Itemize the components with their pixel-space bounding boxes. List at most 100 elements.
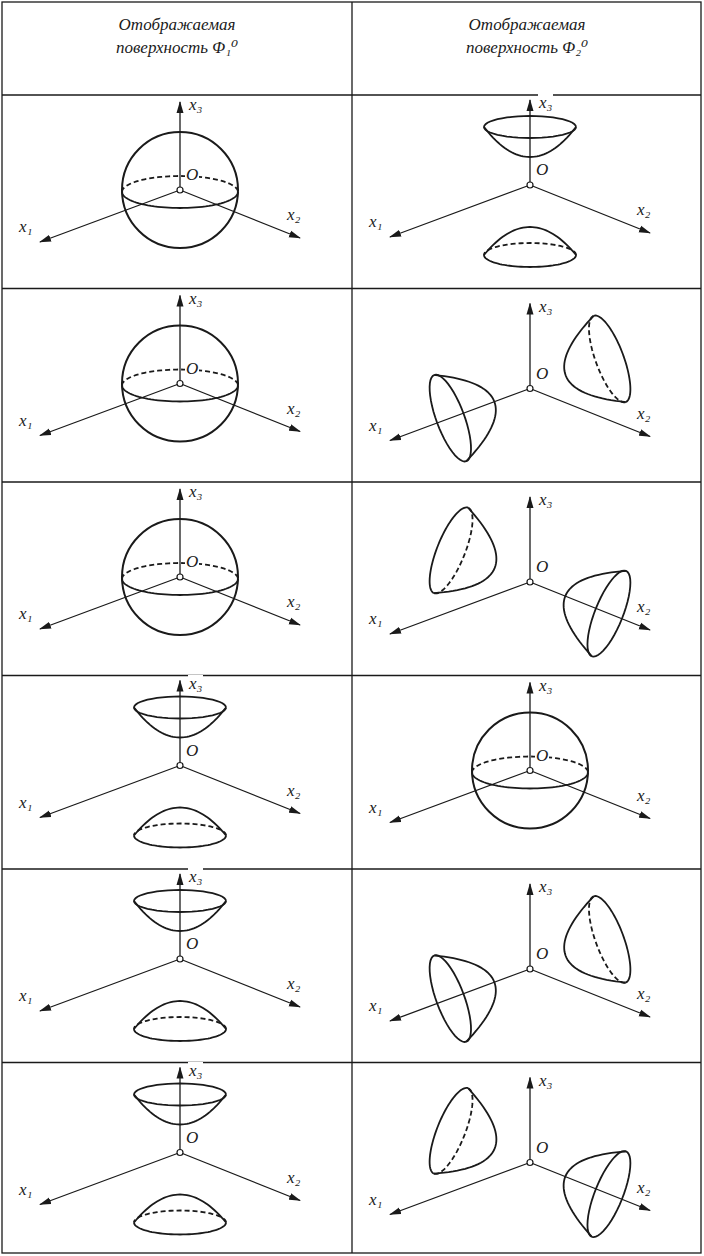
coordinate-axis xyxy=(529,1078,530,1163)
axis-label: x₁ xyxy=(18,794,33,811)
coordinate-axis xyxy=(529,683,530,771)
coordinate-axis xyxy=(40,190,180,242)
axis-label: x₃ xyxy=(538,677,553,694)
sheet-rim xyxy=(134,836,226,848)
sheet-rim-hidden xyxy=(589,316,626,403)
row-divider xyxy=(2,675,701,676)
axis-label: x₃ xyxy=(538,94,553,111)
coordinate-axis xyxy=(390,389,530,441)
axis-label: x₂ xyxy=(286,400,301,417)
origin-label: O xyxy=(185,553,199,570)
origin-label: O xyxy=(185,742,199,759)
origin-point xyxy=(177,187,183,193)
axis-label: x₃ xyxy=(188,868,203,885)
axis-label: x₂ xyxy=(286,782,301,799)
coordinate-axis xyxy=(180,1153,300,1201)
origin-point xyxy=(177,763,183,769)
coordinate-axis xyxy=(180,959,300,1007)
origin-point xyxy=(527,386,533,392)
sheet-rim xyxy=(594,896,631,983)
coordinate-axis xyxy=(180,577,300,625)
coordinate-axis xyxy=(40,577,180,629)
coordinate-axis xyxy=(179,296,180,384)
coordinate-axis xyxy=(40,1153,180,1205)
column-header: Отображаемая поверхность Φ₂⁰ xyxy=(442,14,612,60)
coordinate-axis xyxy=(390,185,530,237)
origin-label: O xyxy=(185,935,199,952)
origin-label: O xyxy=(535,945,549,962)
coordinate-axis xyxy=(390,582,530,634)
origin-point xyxy=(177,1150,183,1156)
axis-label: x₂ xyxy=(636,985,651,1002)
axis-label: x₂ xyxy=(636,1179,651,1196)
coordinate-axis xyxy=(179,102,180,190)
coordinate-axis xyxy=(179,1068,180,1153)
origin-label: O xyxy=(535,1139,549,1156)
sheet-rim xyxy=(430,1088,469,1174)
sphere-figure xyxy=(40,489,300,635)
axis-label: x₁ xyxy=(368,213,383,230)
coordinate-axis xyxy=(180,190,300,238)
sphere-figure xyxy=(40,102,300,248)
sheet-rim xyxy=(594,316,631,403)
origin-label: O xyxy=(185,360,199,377)
axis-label: x₁ xyxy=(368,417,383,434)
coordinate-axis xyxy=(390,1163,530,1215)
coordinate-axis xyxy=(530,969,650,1017)
axis-label: x₂ xyxy=(286,975,301,992)
origin-label: O xyxy=(535,558,549,575)
row-divider xyxy=(2,288,701,289)
axis-label: x₃ xyxy=(538,1072,553,1089)
axis-label: x₃ xyxy=(188,96,203,113)
axis-label: x₃ xyxy=(188,675,203,692)
origin-point xyxy=(177,381,183,387)
sheet-rim-hidden xyxy=(484,243,576,255)
sphere-figure xyxy=(40,296,300,442)
hyperboloid-figure xyxy=(40,681,300,848)
coordinate-axis xyxy=(390,771,530,823)
sheet-rim-hidden xyxy=(589,896,626,983)
sphere-figure xyxy=(390,683,650,829)
row-divider xyxy=(2,1062,701,1063)
axis-label: x₁ xyxy=(18,1181,33,1198)
sheet-surface xyxy=(564,896,626,982)
axis-label: x₃ xyxy=(538,298,553,315)
axis-label: x₁ xyxy=(368,799,383,816)
column-header: Отображаемая поверхность Φ₁⁰ xyxy=(92,14,262,60)
axis-label: x₁ xyxy=(18,987,33,1004)
coordinate-axis xyxy=(530,582,650,630)
coordinate-axis xyxy=(180,766,300,814)
hyperboloid-figure xyxy=(40,1068,300,1235)
axis-label: x₁ xyxy=(18,412,33,429)
origin-point xyxy=(527,768,533,774)
coordinate-axis xyxy=(529,304,530,389)
column-divider xyxy=(351,2,352,1253)
coordinate-axis xyxy=(179,681,180,766)
row-divider xyxy=(2,481,701,482)
axis-label: x₁ xyxy=(368,1191,383,1208)
axis-label: x₃ xyxy=(538,878,553,895)
origin-label: O xyxy=(535,365,549,382)
sheet-surface xyxy=(434,1088,496,1173)
coordinate-axis xyxy=(529,884,530,969)
row-divider xyxy=(2,868,701,869)
sheet-surface xyxy=(134,1195,226,1223)
sheet-rim-hidden xyxy=(134,824,226,836)
axis-label: x₂ xyxy=(636,405,651,422)
axis-label: x₃ xyxy=(538,491,553,508)
axis-label: x₂ xyxy=(286,206,301,223)
origin-point xyxy=(527,579,533,585)
coordinate-axis xyxy=(529,497,530,582)
axis-label: x₂ xyxy=(636,598,651,615)
sheet-surface xyxy=(434,508,496,593)
axis-label: x₃ xyxy=(188,290,203,307)
axis-label: x₁ xyxy=(368,610,383,627)
coordinate-axis xyxy=(530,771,650,819)
hyperboloid-figure xyxy=(390,304,650,462)
coordinate-axis xyxy=(180,384,300,432)
coordinate-axis xyxy=(40,384,180,436)
sheet-rim-hidden xyxy=(434,508,473,594)
origin-label: O xyxy=(185,1129,199,1146)
